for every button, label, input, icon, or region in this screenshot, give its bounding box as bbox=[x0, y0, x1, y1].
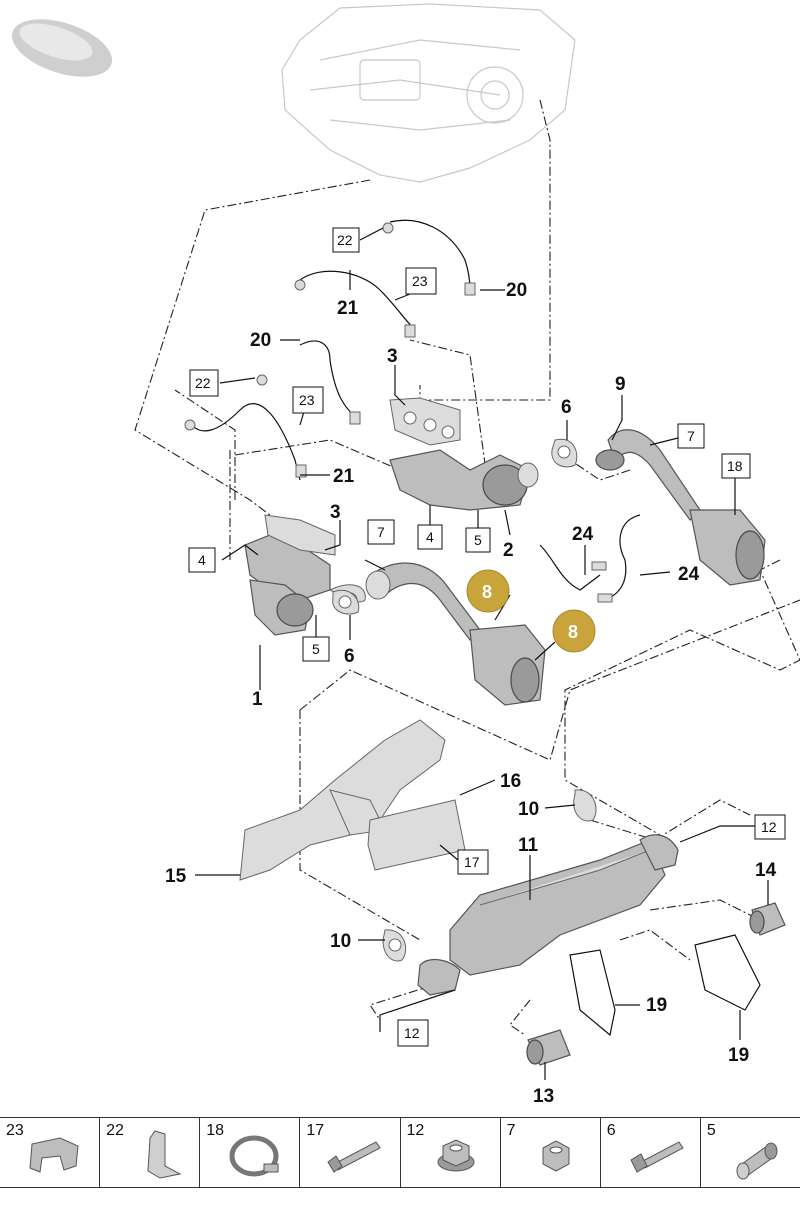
sleeve-icon bbox=[736, 1142, 778, 1180]
callout-20-lower: 20 bbox=[250, 330, 271, 351]
svg-text:12: 12 bbox=[404, 1025, 420, 1041]
rear-muffler bbox=[382, 789, 679, 996]
svg-text:7: 7 bbox=[687, 428, 695, 444]
callout-9: 9 bbox=[615, 374, 626, 395]
svg-text:7: 7 bbox=[377, 524, 385, 540]
svg-text:5: 5 bbox=[312, 641, 320, 657]
boxed-callout-12-left: 12 bbox=[397, 1019, 429, 1047]
highlight-badges: 8 8 bbox=[466, 569, 596, 653]
legend-number: 23 bbox=[6, 1122, 24, 1139]
gasket-left bbox=[332, 589, 360, 615]
svg-text:23: 23 bbox=[412, 273, 428, 289]
callout-11: 11 bbox=[518, 835, 539, 856]
assembly-guide-lines bbox=[134, 99, 800, 1036]
svg-text:8: 8 bbox=[568, 622, 578, 642]
badge-8-upper: 8 bbox=[466, 569, 510, 613]
boxed-callout-5-left: 5 bbox=[302, 636, 330, 662]
legend-number: 12 bbox=[406, 1122, 425, 1139]
boxed-callout-17: 17 bbox=[457, 849, 489, 875]
svg-text:8: 8 bbox=[482, 582, 492, 602]
svg-text:18: 18 bbox=[727, 458, 743, 474]
svg-text:12: 12 bbox=[761, 819, 777, 835]
callout-2: 2 bbox=[503, 540, 514, 561]
legend-cell-12: 12 bbox=[399, 1118, 500, 1187]
boxed-callouts: 22 23 22 23 7 18 7 4 bbox=[188, 227, 786, 1047]
svg-text:4: 4 bbox=[198, 552, 206, 568]
callout-24-lower: 24 bbox=[678, 564, 700, 585]
svg-text:5: 5 bbox=[474, 532, 482, 548]
callout-3-right: 3 bbox=[387, 346, 398, 367]
boxed-callout-23-lower: 23 bbox=[292, 386, 324, 414]
flange-nut-icon bbox=[437, 1139, 474, 1172]
callout-6-left: 6 bbox=[344, 646, 355, 667]
legend-number: 7 bbox=[506, 1122, 516, 1139]
hardware-legend: 23 22 18 17 12 7 bbox=[0, 1117, 800, 1188]
svg-text:23: 23 bbox=[299, 392, 315, 408]
catalytic-converter-right bbox=[389, 397, 539, 511]
bracket-clip-icon bbox=[29, 1137, 79, 1173]
callout-19-right: 19 bbox=[728, 1045, 749, 1066]
boxed-callout-4-left: 4 bbox=[188, 547, 216, 573]
legend-cell-22: 22 bbox=[99, 1118, 199, 1187]
gasket-right bbox=[551, 438, 578, 468]
legend-number: 6 bbox=[606, 1122, 616, 1139]
callout-leader-lines bbox=[195, 227, 769, 1080]
hose-clamp-icon bbox=[229, 1135, 279, 1177]
callout-19-left: 19 bbox=[646, 995, 667, 1016]
callout-21-lower: 21 bbox=[333, 466, 355, 487]
boxed-callout-5-right: 5 bbox=[465, 527, 491, 553]
svg-text:22: 22 bbox=[337, 232, 353, 248]
callout-6-right: 6 bbox=[561, 397, 572, 418]
badge-8-lower: 8 bbox=[552, 609, 596, 653]
legend-cell-23: 23 bbox=[0, 1118, 99, 1187]
legend-cell-6: 6 bbox=[599, 1118, 700, 1187]
callout-24-upper: 24 bbox=[572, 524, 594, 545]
boxed-callout-22-lower: 22 bbox=[189, 369, 219, 397]
mounting-straps bbox=[569, 934, 761, 1037]
legend-number: 18 bbox=[206, 1122, 225, 1139]
tailpipe-trims bbox=[526, 902, 786, 1066]
mounting-bracket-icon bbox=[147, 1130, 182, 1179]
callout-10-upper: 10 bbox=[518, 799, 539, 820]
legend-number: 5 bbox=[706, 1122, 716, 1139]
callout-10-lower: 10 bbox=[330, 931, 351, 952]
svg-text:17: 17 bbox=[464, 854, 480, 870]
legend-cell-18: 18 bbox=[199, 1118, 299, 1187]
oxygen-sensors-wires bbox=[184, 219, 641, 603]
callout-15: 15 bbox=[165, 866, 187, 887]
part-number-callouts: 1 2 3 3 6 6 9 10 10 11 13 14 15 16 19 19… bbox=[165, 280, 777, 1107]
boxed-callout-22-upper: 22 bbox=[332, 227, 360, 253]
callout-20-upper: 20 bbox=[506, 280, 527, 301]
boxed-callout-7-right: 7 bbox=[677, 423, 705, 449]
boxed-callout-12-right: 12 bbox=[754, 814, 786, 840]
callout-21-upper: 21 bbox=[337, 298, 359, 319]
legend-cell-5: 5 bbox=[699, 1118, 800, 1187]
boxed-callout-23-upper: 23 bbox=[405, 267, 437, 295]
hex-nut-icon bbox=[542, 1140, 570, 1172]
callout-3-left: 3 bbox=[330, 502, 341, 523]
front-pipe-right bbox=[595, 429, 766, 586]
callout-1: 1 bbox=[252, 689, 263, 710]
callout-16: 16 bbox=[500, 771, 521, 792]
car-silhouette-icon bbox=[11, 19, 113, 77]
catalytic-converter-left bbox=[244, 514, 366, 636]
svg-text:22: 22 bbox=[195, 375, 211, 391]
callout-14: 14 bbox=[755, 860, 777, 881]
boxed-callout-18: 18 bbox=[721, 453, 751, 479]
legend-cell-17: 17 bbox=[299, 1118, 399, 1187]
svg-text:4: 4 bbox=[426, 529, 434, 545]
front-pipe-left bbox=[365, 562, 546, 706]
legend-number: 17 bbox=[306, 1122, 325, 1139]
callout-13: 13 bbox=[533, 1086, 554, 1107]
engine-illustration bbox=[281, 3, 576, 183]
boxed-callout-4-right: 4 bbox=[417, 524, 443, 550]
bolt-icon bbox=[327, 1141, 382, 1173]
legend-number: 22 bbox=[106, 1122, 124, 1139]
legend-cell-7: 7 bbox=[499, 1118, 600, 1187]
bracket-15-16 bbox=[239, 719, 466, 881]
stud-bolt-icon bbox=[630, 1141, 684, 1173]
boxed-callout-7-left: 7 bbox=[367, 519, 395, 545]
